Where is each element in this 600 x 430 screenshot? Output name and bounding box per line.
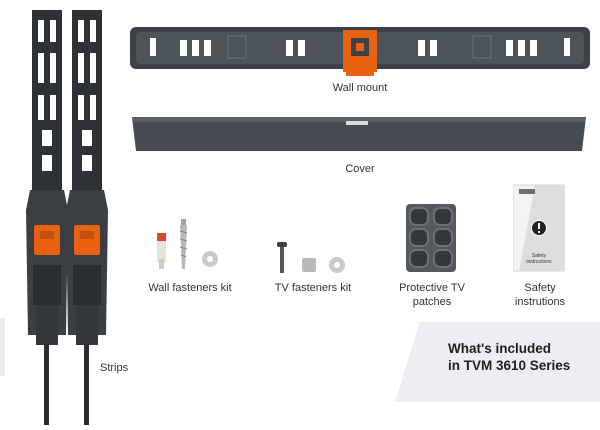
strip-left bbox=[26, 10, 68, 425]
strips-image bbox=[26, 10, 108, 425]
strip-right bbox=[66, 10, 108, 425]
left-panel-decoration bbox=[0, 318, 5, 376]
cover-image bbox=[132, 117, 586, 151]
title-line-1: What's included bbox=[448, 341, 551, 356]
wall-mount-image bbox=[130, 27, 590, 76]
title-panel bbox=[395, 322, 600, 402]
tv-fasteners-label: TV fasteners kit bbox=[274, 282, 352, 294]
tv-fasteners-image bbox=[277, 242, 345, 273]
title-line-2: in TVM 3610 Series bbox=[448, 358, 571, 373]
safety-label: Safety instrutions bbox=[514, 282, 566, 308]
patches-image bbox=[406, 204, 456, 272]
svg-text:instructions: instructions bbox=[526, 259, 552, 265]
cover-label: Cover bbox=[345, 163, 375, 175]
svg-text:Safety: Safety bbox=[532, 253, 547, 259]
strips-label: Strips bbox=[100, 362, 129, 374]
wall-fasteners-label: Wall fasteners kit bbox=[148, 282, 232, 294]
page-title: What's included in TVM 3610 Series bbox=[448, 340, 593, 374]
safety-booklet-image: Safety instructions bbox=[513, 184, 565, 272]
wall-mount-label: Wall mount bbox=[332, 82, 388, 94]
wall-fasteners-image bbox=[157, 219, 218, 269]
patches-label: Protective TV patches bbox=[399, 282, 465, 308]
